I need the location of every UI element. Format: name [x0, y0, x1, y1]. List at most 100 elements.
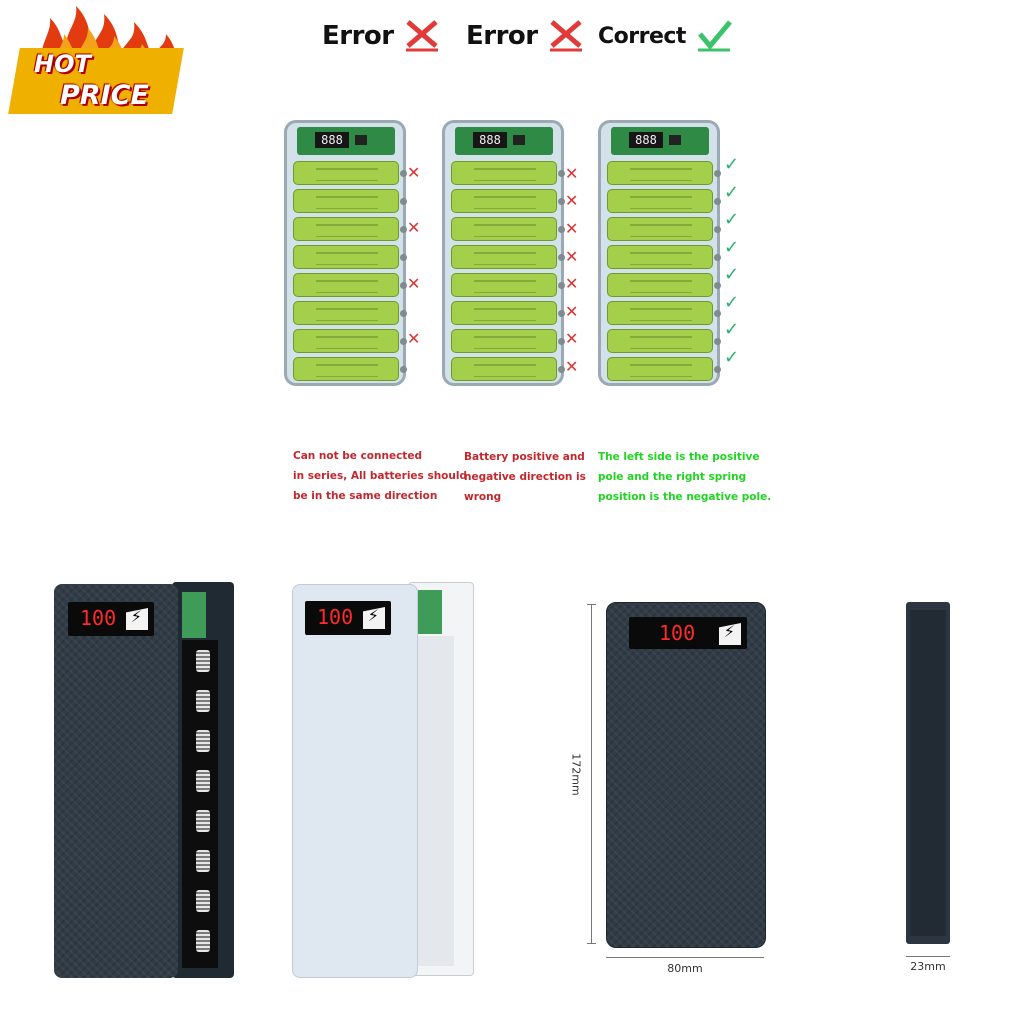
battery-cell: [451, 161, 565, 185]
error-x-icon: ✕: [565, 164, 579, 183]
battery-icon: [363, 607, 385, 629]
dimension-tick: [587, 943, 596, 944]
caption-line: pole and the right spring: [598, 471, 747, 483]
width-dimension: 80mm: [667, 962, 703, 975]
header-error-1: Error: [322, 16, 442, 56]
correct-check-icon: ✓: [724, 319, 740, 340]
usb-port: [669, 135, 681, 145]
height-dimension-line: [591, 604, 592, 944]
battery-icon: [126, 608, 148, 630]
caption-line: The left side is the positive: [598, 451, 760, 463]
battery-cell: [293, 217, 407, 241]
error-x-icon: ✕: [565, 357, 579, 376]
dimension-tick: [587, 604, 596, 605]
display-digits: 888: [315, 132, 349, 148]
battery-slot: [418, 636, 454, 966]
spring-icon: [196, 890, 210, 912]
product-white-open: 100 ⚡: [292, 582, 474, 978]
battery-cell: [607, 329, 721, 353]
case-lid: 100 ⚡: [54, 584, 178, 978]
correct-check-icon: ✓: [724, 264, 740, 285]
error-x-icon: ✕: [565, 247, 579, 266]
caption-series-error: Can not be connected in series, All batt…: [293, 446, 467, 506]
battery-cell: [607, 217, 721, 241]
error-x-icon: ✕: [565, 329, 579, 348]
width-dimension-line: [606, 957, 764, 958]
correct-check-icon: ✓: [724, 237, 740, 258]
error-x-icon: ✕: [407, 274, 421, 293]
battery-cell: [293, 329, 407, 353]
bolt-icon: ⚡: [130, 607, 142, 626]
battery-cell: [293, 245, 407, 269]
caption-line: in series, All batteries should: [293, 470, 467, 482]
battery-cell: [293, 189, 407, 213]
product-dark-open: 100 ⚡: [54, 582, 236, 978]
error-x-icon: ✕: [565, 274, 579, 293]
error-x-icon: ✕: [565, 219, 579, 238]
battery-cell: [607, 273, 721, 297]
battery-cell: [607, 245, 721, 269]
hot-price-badge: HOT PRICE: [6, 4, 184, 116]
correct-check-icon: ✓: [724, 154, 740, 175]
product-front-view: 100 ⚡: [606, 602, 766, 948]
caption-line: wrong: [464, 491, 502, 503]
correct-check-icon: ✓: [724, 209, 740, 230]
circuit-board: [182, 592, 206, 638]
spring-icon: [196, 650, 210, 672]
error-x-icon: [405, 20, 438, 52]
header-label: Correct: [598, 23, 686, 49]
bolt-icon: ⚡: [723, 622, 735, 641]
battery-cell: [451, 217, 565, 241]
product-side-view: [906, 602, 950, 944]
spring-icon: [196, 690, 210, 712]
error-x-icon: ✕: [407, 163, 421, 182]
correct-check-icon: ✓: [724, 182, 740, 203]
spring-icon: [196, 850, 210, 872]
spring-icon: [196, 770, 210, 792]
error-x-icon: ✕: [565, 302, 579, 321]
display-digits: 888: [473, 132, 507, 148]
depth-dimension: 23mm: [910, 960, 946, 973]
caption-line: be in the same direction: [293, 490, 438, 502]
battery-cell: [607, 189, 721, 213]
error-x-icon: ✕: [407, 329, 421, 348]
usb-port: [513, 135, 525, 145]
caption-line: Can not be connected: [293, 450, 422, 462]
display-screen: 100 ⚡: [305, 601, 391, 635]
depth-dimension-line: [906, 956, 950, 957]
battery-cell: [607, 357, 721, 381]
side-panel: [910, 610, 946, 936]
caption-line: negative direction is: [464, 471, 586, 483]
display-digits: 888: [629, 132, 663, 148]
battery-icon: [719, 623, 741, 645]
case-lid: 100 ⚡: [292, 584, 418, 978]
battery-cell: [607, 301, 721, 325]
correct-check-icon: ✓: [724, 347, 740, 368]
header-correct: Correct: [598, 16, 734, 56]
header-error-2: Error: [466, 16, 586, 56]
battery-cell: [451, 329, 565, 353]
battery-cell: [451, 357, 565, 381]
error-x-icon: ✕: [407, 218, 421, 237]
display-value: 100: [80, 606, 117, 630]
error-x-icon: ✕: [565, 191, 579, 210]
battery-cell: [451, 245, 565, 269]
battery-cell: [451, 301, 565, 325]
error-x-icon: [549, 20, 582, 52]
display-value: 100: [659, 621, 696, 645]
caption-line: position is the negative pole.: [598, 491, 772, 503]
spring-icon: [196, 930, 210, 952]
display-screen: 100 ⚡: [68, 602, 154, 636]
display-screen: 100 ⚡: [629, 617, 747, 649]
battery-cell: [607, 161, 721, 185]
battery-cell: [293, 273, 407, 297]
battery-box-correct: 888: [598, 120, 721, 386]
battery-box-direction-error: 888: [442, 120, 565, 386]
spring-icon: [196, 730, 210, 752]
header-label: Error: [466, 21, 538, 51]
correct-check-icon: [697, 20, 732, 52]
spring-icon: [196, 810, 210, 832]
battery-cell: [451, 273, 565, 297]
badge-line-1: HOT: [34, 50, 91, 78]
battery-cell: [293, 357, 407, 381]
